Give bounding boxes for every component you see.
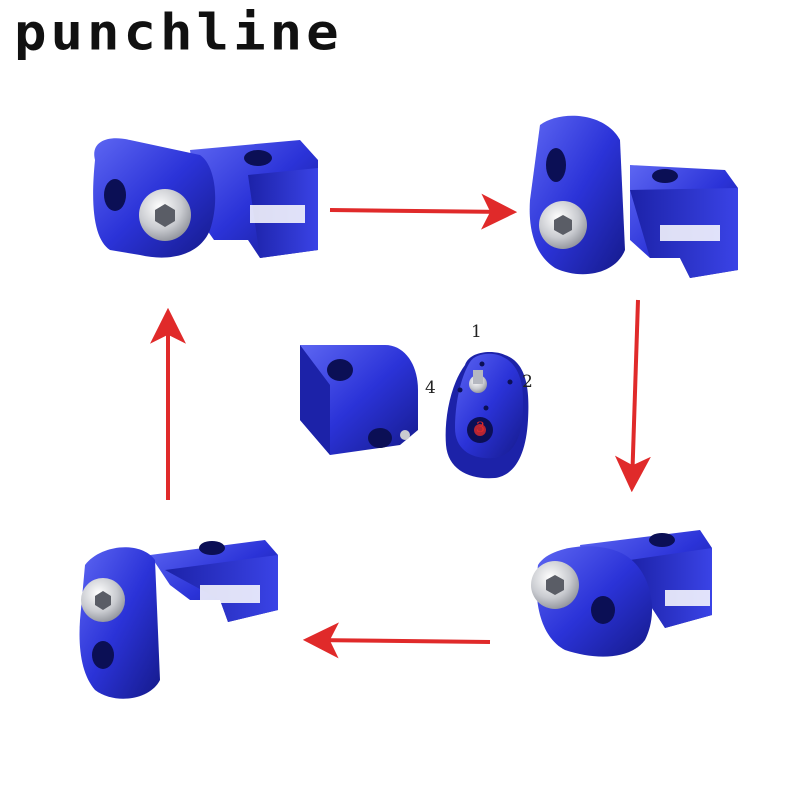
adapter-top-right (529, 115, 738, 278)
callout-4: 4 (425, 378, 436, 398)
adapter-bottom-left (79, 540, 278, 699)
callout-2: 2 (522, 372, 533, 392)
adapter-top-left (93, 138, 318, 258)
callout-1: 1 (471, 322, 482, 342)
arrow-down (614, 299, 651, 493)
brand-logo-text: punchline (14, 3, 343, 62)
center-plate-part (445, 352, 529, 479)
center-bracket-part (300, 345, 418, 455)
adapter-bottom-right (531, 530, 712, 657)
arrow-right (329, 193, 518, 230)
arrow-left (302, 622, 491, 659)
callout-3: 3 (476, 420, 485, 436)
